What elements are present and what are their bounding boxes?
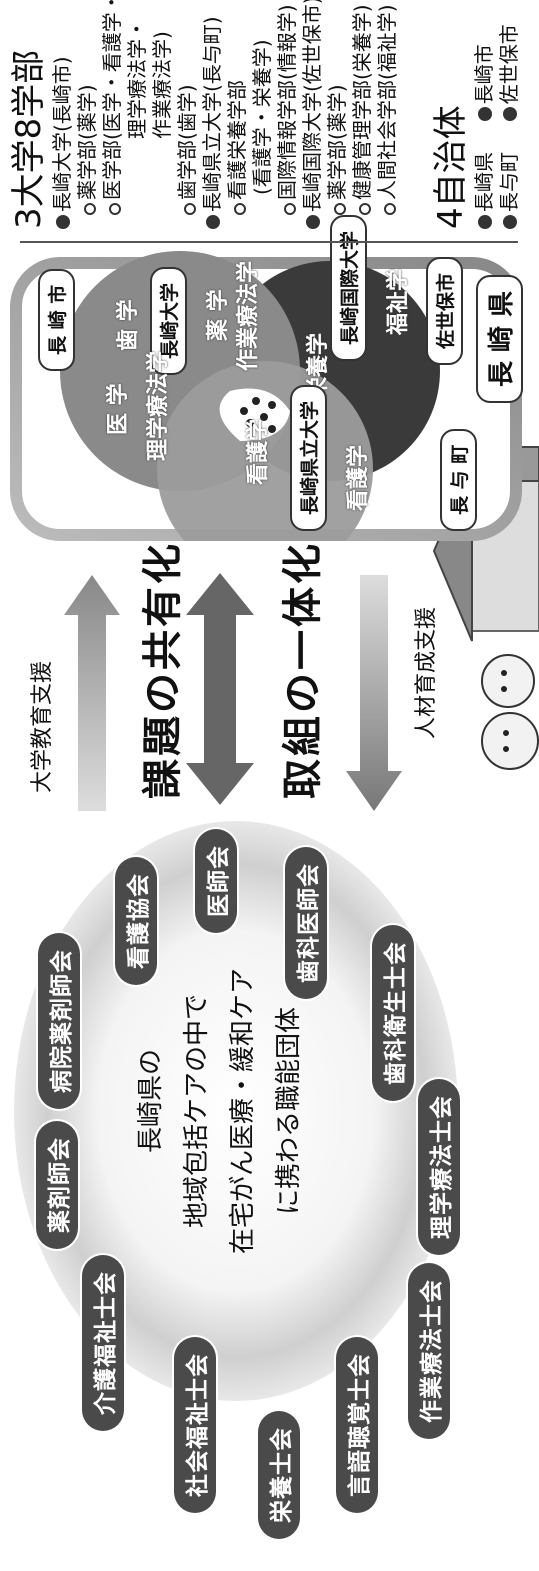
entry-1: 薬学部(薬学)	[75, 7, 100, 229]
nagayo-label: 長 与 町	[440, 428, 477, 531]
bullet-ring-icon	[359, 203, 371, 215]
entry-5: 歯学部(歯学)	[175, 7, 200, 229]
bullet-ring-icon	[334, 203, 346, 215]
entry-3: 理学療法学・	[125, 19, 149, 139]
org-social-workers: 社会福祉士会	[174, 1337, 216, 1513]
bullet-ring-icon	[234, 203, 246, 215]
entry-0: 長崎大学(長崎市)	[50, 7, 75, 229]
center-text: 長崎県の	[128, 991, 174, 1211]
overlap-dots	[240, 397, 276, 433]
entry-2: 医学部(医学・看護学・	[100, 0, 125, 229]
bullet-ring-icon	[109, 203, 121, 215]
entry-7: 看護栄養学部	[225, 7, 250, 229]
org-pharmacists: 薬剤師会	[36, 1121, 78, 1249]
entry-12: 健康管理学部(栄養学)	[350, 4, 375, 229]
org-dental-hygienists: 歯科衛生士会	[372, 925, 414, 1101]
universities-panel: 3大学8学部 長崎大学(長崎市) 薬学部(薬学) 医学部(医学・看護学・ 理学療…	[8, 0, 522, 229]
org-medical-association: 医師会	[195, 829, 237, 933]
unified-efforts-heading: 取組の一体化	[280, 541, 326, 799]
bullet-dot-icon	[56, 215, 70, 229]
kokusai-label: 長崎国際大学	[330, 214, 367, 361]
gov-row-2: 長与町 佐世保市	[497, 7, 522, 229]
bullet-dot-icon	[503, 215, 517, 229]
gov-row-1: 長崎県 長崎市	[472, 7, 497, 229]
bidirectional-arrow	[186, 573, 254, 805]
university-support-label: 大学教育支援	[30, 660, 55, 793]
org-hospital-pharmacists: 病院薬剤師会	[38, 933, 80, 1109]
entry-8: (看護学・栄養学)	[250, 39, 274, 195]
sasebo-label: 佐世保市	[426, 256, 463, 365]
entry-10: 長崎国際大学(佐世保市)	[300, 0, 325, 229]
field-dentistry: 歯 学	[116, 299, 141, 351]
org-dental-association: 歯科医師会	[285, 847, 327, 999]
upper-arrow	[64, 575, 120, 811]
kokusai-field: 福祉学	[386, 268, 411, 335]
entry-13: 人間社会学部(福祉学)	[375, 4, 400, 229]
center-line-1: 長崎県の	[136, 1049, 166, 1154]
field-occupational-therapy: 作業療法学	[236, 260, 261, 371]
kenritsu-field: 看護学	[346, 444, 371, 511]
entry-9: 国際情報学部(情報学)	[275, 4, 300, 229]
panel-title: 3大学8学部	[9, 49, 49, 229]
shared-issues-heading: 課題の共有化	[140, 541, 186, 799]
bullet-dot-icon	[503, 107, 517, 122]
person-icon-2	[481, 654, 535, 708]
prefecture-label: 長 崎 県	[476, 274, 523, 403]
bullet-dot-icon	[206, 215, 220, 229]
arrows-area	[64, 573, 402, 811]
bullet-ring-icon	[184, 203, 196, 215]
entry-11: 薬学部(薬学)	[325, 7, 350, 229]
bullet-ring-icon	[84, 203, 96, 215]
lower-arrow	[346, 575, 402, 811]
entry-4: 作業療法学)	[150, 31, 174, 139]
nagasaki-city-label: 長 崎 市	[38, 268, 75, 371]
gov-title: 4自治体	[431, 105, 471, 229]
entry-6: 長崎県立大学(長与町)	[200, 7, 225, 229]
divider	[20, 241, 518, 243]
field-physical-therapy: 理学療法学	[146, 350, 171, 461]
org-occupational-therapists: 作業療法士会	[408, 1263, 450, 1439]
org-physical-therapists: 理学療法士会	[418, 1079, 460, 1255]
kenritsu-label: 長崎県立大学	[290, 384, 327, 531]
overlap-nursing: 看護学	[246, 418, 271, 485]
bullet-dot-icon	[478, 215, 492, 229]
bullet-ring-icon	[384, 203, 396, 215]
center-line-2: 地域包括ケアの中で	[182, 994, 212, 1229]
field-pharmacy: 薬 学	[206, 289, 231, 341]
org-nursing-association: 看護協会	[115, 857, 157, 985]
bullet-ring-icon	[284, 203, 296, 215]
org-speech-therapists: 言語聴覚士会	[336, 1337, 378, 1513]
bullet-dot-icon	[478, 107, 492, 122]
bullet-dot-icon	[306, 215, 320, 229]
org-care-workers: 介護福祉士会	[82, 1255, 124, 1431]
center-line-3: 在宅がん医療・緩和ケア	[228, 968, 258, 1255]
org-dietitians: 栄養士会	[258, 1411, 300, 1539]
field-medicine: 医 学	[106, 383, 131, 435]
person-icon-1	[481, 712, 539, 770]
